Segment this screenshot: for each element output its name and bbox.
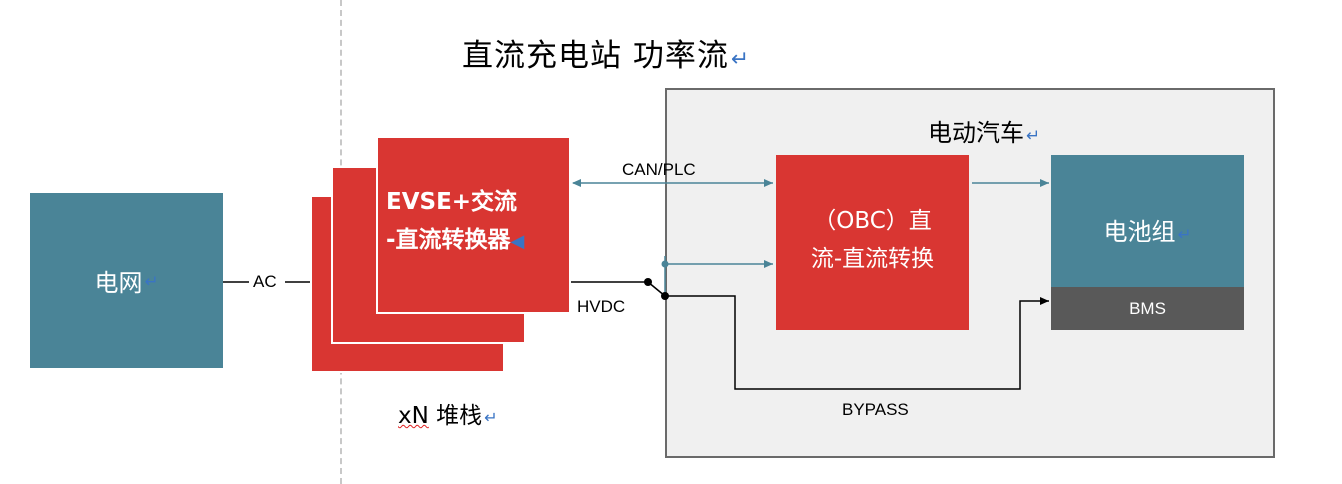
bms-block: BMS: [1051, 287, 1244, 330]
evse-label: EVSE+交流 -直流转换器◀: [386, 183, 568, 261]
bypass-label: BYPASS: [842, 400, 909, 419]
return-icon: ↵: [484, 408, 498, 427]
stack-label: xN 堆栈↵: [398, 403, 498, 429]
grid-label: 电网: [94, 269, 143, 297]
ev-label: 电动汽车↵: [928, 119, 1041, 147]
evse-label-line2: -直流转换器◀: [386, 227, 525, 253]
can-plc-label: CAN/PLC: [622, 160, 696, 179]
ac-label: AC: [253, 272, 277, 291]
obc-label: （OBC）直 流-直流转换: [780, 202, 965, 278]
hvdc-label: HVDC: [577, 297, 626, 316]
battery-label: 电池组↵: [1103, 218, 1192, 246]
return-icon: ↵: [1177, 224, 1192, 244]
battery-block: [1051, 155, 1244, 287]
return-icon: ↵: [1026, 125, 1041, 145]
grid-block: 电网↵: [30, 193, 223, 368]
evse-stack-front: [376, 136, 571, 314]
evse-label-line1: EVSE+交流: [386, 189, 518, 215]
obc-label-line1: （OBC）直: [813, 208, 932, 234]
obc-block: [776, 155, 969, 330]
bypass-line: [665, 295, 1049, 390]
return-icon: ↵: [144, 270, 159, 291]
return-icon: ↵: [730, 47, 751, 72]
diagram-title: 直流充电站 功率流↵: [462, 38, 751, 74]
obc-label-line2: 流-直流转换: [810, 246, 935, 272]
